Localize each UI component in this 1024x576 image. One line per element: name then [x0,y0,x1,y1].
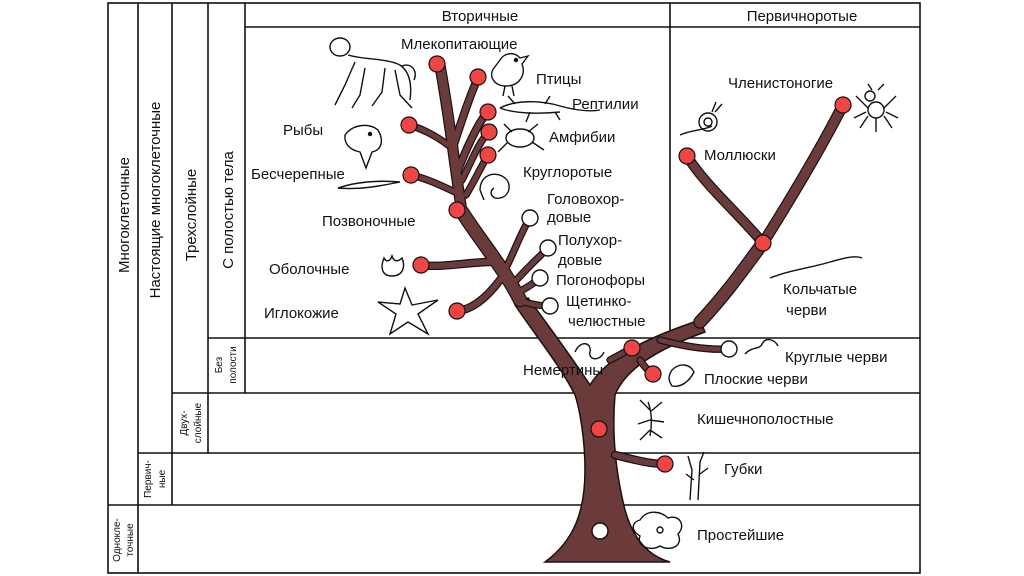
node-sponges [656,455,674,473]
snail-icon [679,101,723,136]
branch-vertebrate-stem [456,206,526,306]
node-echinoderms [448,302,466,320]
frog-icon [497,123,545,153]
label-reptiles: Рептилии [572,96,639,113]
header-primary: Первичноротые [747,8,858,25]
node-acrania [402,166,420,184]
node-amphibians [480,123,498,141]
label-arthropods: Членистоногие [728,75,833,92]
node-mammals [428,55,446,73]
sponge-icon [685,451,709,501]
node-flatworms [644,365,662,383]
label-coelenterates: Кишечнополостные [697,411,834,428]
label-protozoa: Простейшие [697,527,784,544]
flatworm-icon [668,364,695,387]
node-roundworms [720,340,738,358]
label-semichordates-1: Полухор- [558,232,622,249]
label-flatworms: Плоские черви [704,371,808,388]
label-semichordates-2: довые [558,252,602,269]
label-cyclostomes: Круглоротые [523,164,612,181]
side-label-without-cavity-2: полости [228,346,239,383]
monkey-icon [329,37,416,109]
branch-protostome-stem [694,237,769,328]
label-vertebrates: Позвоночные [322,213,416,230]
header-secondary: Вторичные [442,8,519,25]
tunicate-icon [381,253,405,277]
node-chaetognaths [541,297,559,315]
label-acrania: Бесчерепные [251,166,345,183]
branch-arthropods [758,100,848,248]
nemertean-icon [574,343,605,360]
node-molluscs [678,147,696,165]
node-fishes [400,116,418,134]
hydra-icon [637,399,665,441]
node-tunicates [412,256,430,274]
label-hemichordates-2: довые [547,209,591,226]
side-label-two-layer-1: Двух- [179,410,190,435]
spider-icon [853,83,899,132]
bird-icon [490,53,530,97]
side-label-body-cavity: С полостью тела [220,151,237,269]
node-vertebrates [448,201,466,219]
starfish-icon [377,285,439,336]
side-label-two-layer-2: слойные [193,402,204,443]
roundworm-icon [744,338,779,355]
branch-molluscs [683,152,767,247]
node-semichordates [539,239,557,257]
tree-trunk [513,297,706,563]
fish-icon [344,124,383,170]
side-label-without-cavity-1: Без [214,356,225,373]
side-label-unicellular-1: Однокле- [112,518,123,562]
node-coelenterates [590,420,608,438]
amoeba-icon [632,511,683,550]
node-annelids [754,234,772,252]
side-label-three-layer: Трехслойные [183,169,200,262]
taxon-nodes [400,55,852,540]
node-protozoa [591,522,609,540]
side-label-primitive-1: Первич- [143,460,154,498]
label-annelids-1: Кольчатые [783,281,857,298]
node-cyclostomes [479,146,497,164]
side-label-primitive-2: ные [157,469,168,488]
label-chaetognaths-1: Щетинко- [566,293,632,310]
node-arthropods [834,96,852,114]
label-pogonophores: Погонофоры [556,272,645,289]
node-reptiles [479,103,497,121]
lamprey-icon [479,173,510,201]
node-hemichordates [521,209,539,227]
label-mammals: Млекопитающие [401,36,518,53]
label-molluscs: Моллюски [704,147,776,164]
node-nemerteans [623,339,641,357]
lancelet-icon [337,180,401,190]
label-chaetognaths-2: челюстные [568,313,645,330]
side-label-multicellular: Многоклеточные [116,157,133,273]
node-pogonophores [531,269,549,287]
taxon-labels: Млекопитающие Птицы Рептилии Амфибии Рыб… [251,36,887,544]
label-echinoderms: Иглокожие [264,305,339,322]
earthworm-icon [769,256,863,279]
label-birds: Птицы [536,71,581,88]
label-nemerteans: Немертины [523,362,603,379]
label-tunicates: Оболочные [269,261,349,278]
classification-grid [107,2,921,574]
lizard-icon [499,95,601,123]
label-roundworms: Круглые черви [785,349,887,366]
side-label-unicellular-2: точные [125,523,136,557]
label-annelids-2: черви [786,302,827,319]
label-fishes: Рыбы [283,122,323,139]
side-label-true-multicellular: Настоящие многоклеточные [147,102,164,299]
node-birds [469,68,487,86]
label-hemichordates-1: Головохор- [547,191,624,208]
label-sponges: Губки [724,461,762,478]
label-amphibians: Амфибии [549,129,615,146]
animal-illustrations [329,37,899,550]
